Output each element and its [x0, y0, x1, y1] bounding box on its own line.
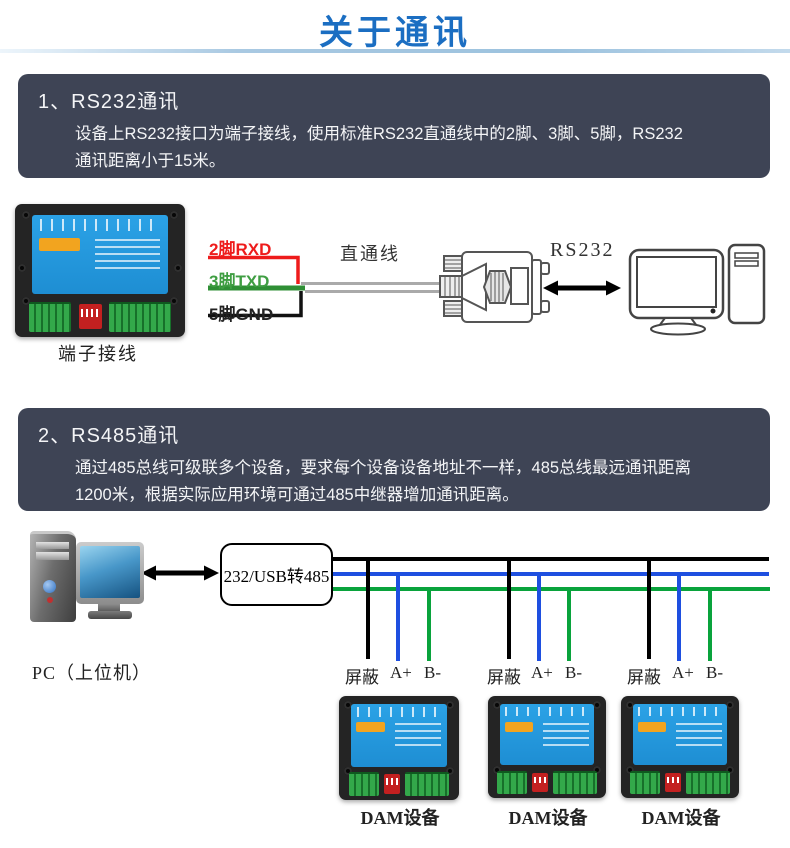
- device-spec-text: [94, 238, 160, 273]
- terminal-block: [348, 772, 379, 796]
- terminal-block: [630, 770, 660, 794]
- page-title: 关于通讯: [319, 14, 471, 52]
- converter-box: 232/USB转485: [220, 543, 333, 606]
- power-button: [42, 579, 56, 593]
- shield-label-1: 屏蔽: [345, 668, 379, 687]
- dip-switch: [665, 772, 682, 792]
- pc-tower-graphic: [30, 531, 76, 622]
- screw-icon: [625, 701, 634, 710]
- aplus-label-3: A+: [672, 663, 694, 682]
- dam-device-graphic-3: [621, 696, 739, 798]
- cable-label: 直通线: [340, 244, 400, 264]
- screw-icon: [21, 210, 30, 219]
- bus-drop-group-1: [366, 559, 431, 661]
- device-icon-row: [40, 218, 160, 231]
- dam-caption-3: DAM设备: [641, 808, 721, 828]
- terminal-block: [685, 770, 730, 794]
- dip-switch: [532, 772, 549, 792]
- device-icon-row: [356, 707, 442, 717]
- screw-icon: [21, 297, 30, 306]
- pin-label-rxd: 2脚RXD: [209, 240, 272, 259]
- device-brand-badge: [504, 721, 533, 732]
- drive-bay: [35, 552, 69, 560]
- device-blue-panel: [351, 704, 447, 767]
- terminal-wiring-caption: 端子接线: [58, 344, 138, 364]
- rs232-section-panel: 1、RS232通讯 设备上RS232接口为端子接线，使用标准RS232直通线中的…: [18, 74, 770, 178]
- aplus-label-1: A+: [390, 663, 412, 682]
- rs485-section-body: 通过485总线可级联多个设备，要求每个设备设备地址不一样，485总线最远通讯距离…: [75, 459, 692, 504]
- pc-monitor-graphic: [76, 542, 144, 604]
- screw-icon: [492, 765, 501, 774]
- pin-label-gnd: 5脚GND: [209, 305, 274, 324]
- shield-label-3: 屏蔽: [627, 668, 661, 687]
- terminal-block: [28, 301, 72, 332]
- monitor-stand: [98, 604, 120, 612]
- rs232-arrow: [543, 280, 621, 296]
- device-icon-row: [638, 707, 722, 717]
- db9-connector: [439, 251, 550, 323]
- dip-switch: [384, 774, 401, 794]
- reset-button: [47, 597, 54, 604]
- device-blue-panel: [499, 704, 595, 766]
- screw-icon: [446, 767, 455, 776]
- dam-device-graphic-2: [488, 696, 606, 798]
- shield-label-2: 屏蔽: [487, 668, 521, 687]
- screw-icon: [492, 701, 501, 710]
- title-underline: [0, 49, 790, 53]
- bminus-label-2: B-: [565, 663, 582, 682]
- terminal-block: [405, 772, 450, 796]
- device-spec-text: [676, 722, 722, 749]
- rs232-section-body: 设备上RS232接口为端子接线，使用标准RS232直通线中的2脚、3脚、5脚，R…: [75, 125, 683, 170]
- dam-device-graphic-1: [339, 696, 459, 800]
- pc-screen: [80, 546, 140, 598]
- dam-device-graphic-main: [15, 204, 185, 337]
- device-brand-badge: [355, 722, 385, 733]
- bus-drop-group-2: [507, 559, 571, 661]
- device-icon-row: [505, 707, 589, 717]
- device-brand-badge: [637, 721, 666, 732]
- screw-icon: [726, 701, 735, 710]
- screw-icon: [174, 263, 183, 272]
- pin-label-txd: 3脚TXD: [209, 272, 270, 291]
- device-brand-badge: [38, 237, 80, 251]
- computer-graphic: [628, 243, 766, 336]
- drive-bay: [35, 541, 69, 549]
- screw-icon: [170, 210, 179, 219]
- screw-icon: [17, 263, 26, 272]
- rs232-section-heading: 1、RS232通讯: [38, 91, 180, 113]
- device-spec-text: [395, 723, 442, 750]
- terminal-block: [552, 770, 597, 794]
- screw-icon: [625, 765, 634, 774]
- screw-icon: [446, 701, 455, 710]
- terminal-block: [108, 301, 172, 332]
- device-blue-panel: [32, 214, 168, 295]
- screw-icon: [593, 701, 602, 710]
- rs232-link-label: RS232: [550, 239, 615, 261]
- rs485-section-panel: 2、RS485通讯 通过485总线可级联多个设备，要求每个设备设备地址不一样，4…: [18, 408, 770, 511]
- monitor-base: [88, 611, 132, 619]
- screw-icon: [343, 767, 352, 776]
- bminus-label-3: B-: [706, 663, 723, 682]
- aplus-label-2: A+: [531, 663, 553, 682]
- screw-icon: [726, 765, 735, 774]
- bminus-label-1: B-: [424, 663, 441, 682]
- dip-switch: [78, 303, 102, 330]
- dam-caption-1: DAM设备: [360, 808, 440, 828]
- device-blue-panel: [632, 704, 728, 766]
- rs485-section-heading: 2、RS485通讯: [38, 425, 180, 447]
- pc-label: PC（上位机）: [32, 663, 152, 683]
- dam-caption-2: DAM设备: [508, 808, 588, 828]
- pc-converter-arrow: [141, 565, 219, 581]
- screw-icon: [593, 765, 602, 774]
- terminal-block: [497, 770, 527, 794]
- screw-icon: [343, 701, 352, 710]
- serial-cable: [301, 282, 441, 293]
- rs485-bus-lines: [332, 557, 770, 591]
- bus-drop-group-3: [647, 559, 712, 661]
- device-spec-text: [543, 722, 589, 749]
- screw-icon: [170, 297, 179, 306]
